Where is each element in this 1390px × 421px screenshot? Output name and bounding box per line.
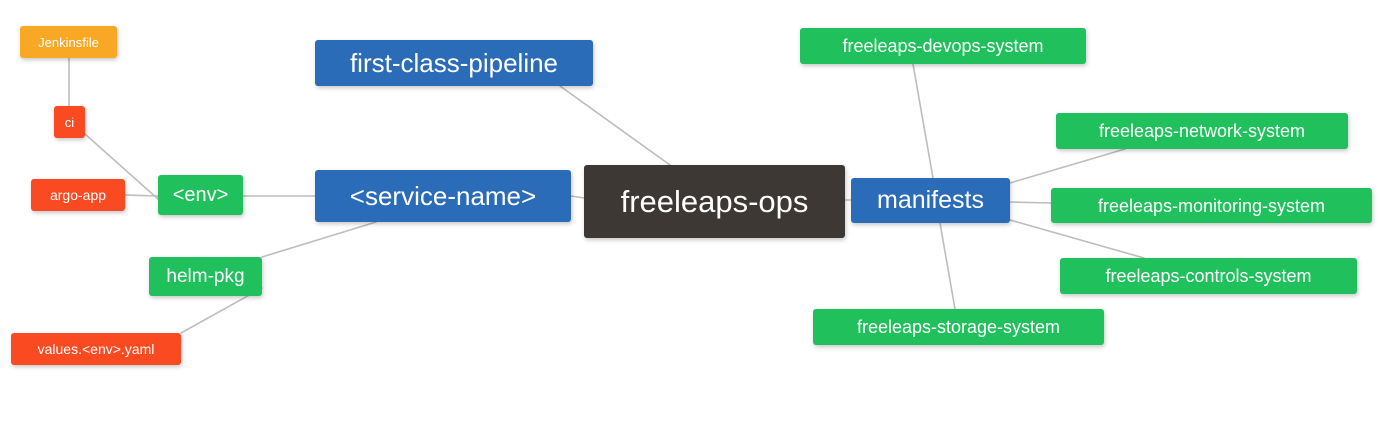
edge-first-class-pipeline-to-freeleaps-ops <box>559 85 671 166</box>
edge-argo-app-to-env <box>124 194 159 197</box>
mindmap-node-label: Jenkinsfile <box>38 34 99 50</box>
mindmap-node-label: freeleaps-controls-system <box>1105 266 1312 286</box>
mindmap-node-env[interactable]: <env> <box>158 175 243 215</box>
mindmap-node-label: argo-app <box>49 187 107 203</box>
mindmap-node-label: freeleaps-devops-system <box>842 36 1044 56</box>
edge-service-name-to-freeleaps-ops <box>570 195 585 199</box>
mindmap-node-label: freeleaps-monitoring-system <box>1097 195 1326 216</box>
mindmap-node-manifests[interactable]: manifests <box>851 178 1010 223</box>
mindmap-node-label: values.<env>.yaml <box>37 341 155 357</box>
edge-manifests-to-freeleaps-devops-system <box>912 63 934 179</box>
mindmap-node-label: first-class-pipeline <box>349 48 559 78</box>
mindmap-node-jenkinsfile[interactable]: Jenkinsfile <box>20 26 117 58</box>
edge-manifests-to-freeleaps-controls-system <box>1009 219 1145 259</box>
mindmap-node-ci[interactable]: ci <box>54 106 85 138</box>
edge-manifests-to-freeleaps-storage-system <box>939 222 956 310</box>
mindmap-node-label: helm-pkg <box>166 266 245 287</box>
mindmap-node-label: freeleaps-ops <box>620 184 809 219</box>
mindmap-node-label: freeleaps-network-system <box>1098 121 1306 141</box>
mindmap-node-freeleaps-monitoring-system[interactable]: freeleaps-monitoring-system <box>1051 188 1372 223</box>
mindmap-node-values-yaml[interactable]: values.<env>.yaml <box>11 333 181 365</box>
edge-manifests-to-freeleaps-monitoring-system <box>1009 201 1052 204</box>
mindmap-node-freeleaps-devops-system[interactable]: freeleaps-devops-system <box>800 28 1086 64</box>
mindmap-node-first-class-pipeline[interactable]: first-class-pipeline <box>315 40 593 86</box>
mindmap-node-service-name[interactable]: <service-name> <box>315 170 571 222</box>
edge-manifests-to-freeleaps-network-system <box>1009 148 1126 184</box>
mindmap-node-label: manifests <box>877 186 984 214</box>
mindmap-node-label: ci <box>64 114 75 130</box>
mindmap-node-label: freeleaps-storage-system <box>856 317 1061 337</box>
edge-helm-pkg-to-service-name <box>261 221 377 258</box>
mindmap-node-freeleaps-controls-system[interactable]: freeleaps-controls-system <box>1060 258 1357 294</box>
mindmap-node-label: <env> <box>172 184 229 206</box>
mindmap-node-freeleaps-storage-system[interactable]: freeleaps-storage-system <box>813 309 1104 345</box>
mindmap-node-argo-app[interactable]: argo-app <box>31 179 125 211</box>
mindmap-node-helm-pkg[interactable]: helm-pkg <box>149 257 262 296</box>
mindmap-node-freeleaps-ops[interactable]: freeleaps-ops <box>584 165 845 238</box>
mindmap-node-label: <service-name> <box>349 181 537 211</box>
mindmap-node-freeleaps-network-system[interactable]: freeleaps-network-system <box>1056 113 1348 149</box>
